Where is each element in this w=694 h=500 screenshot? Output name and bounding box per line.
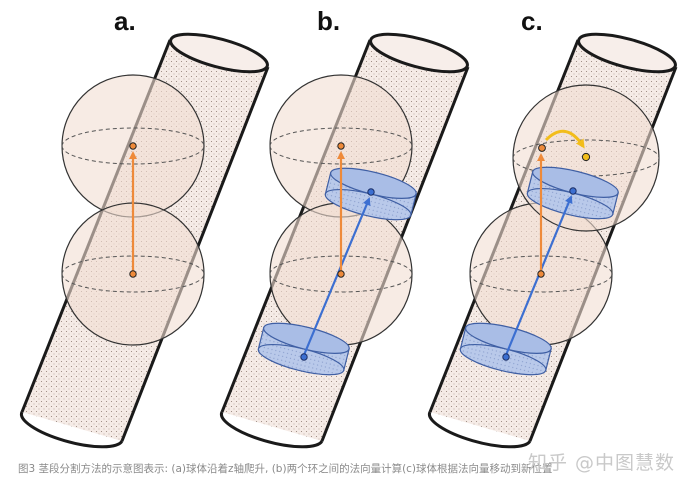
panel-label-c: c.: [521, 6, 543, 36]
center-point: [337, 142, 345, 150]
ring-center-point: [300, 353, 308, 361]
center-point: [337, 270, 345, 278]
ring-center-point: [367, 188, 375, 196]
center-point: [129, 142, 137, 150]
yellow-move-arrow: [544, 129, 585, 149]
panel-label-a: a.: [114, 6, 136, 36]
panel-b: [219, 32, 470, 449]
watermark: 知乎 @中图慧数: [528, 452, 676, 474]
panel-a: [19, 32, 270, 449]
figure-caption: 图3 茎段分割方法的示意图表示: (a)球体沿着z轴爬升, (b)两个环之间的法…: [18, 463, 553, 475]
new-center-point: [581, 152, 591, 162]
blue-normal-arrow: [302, 197, 371, 356]
old-center-point: [538, 144, 546, 152]
center-point: [129, 270, 137, 278]
panel-c: [427, 32, 678, 449]
center-point: [537, 270, 545, 278]
ring-center-point: [569, 187, 577, 195]
lower-ring-disc: [459, 322, 552, 376]
ring-center-point: [502, 353, 510, 361]
panel-label-b: b.: [317, 6, 341, 36]
lower-ring-disc: [257, 322, 350, 376]
